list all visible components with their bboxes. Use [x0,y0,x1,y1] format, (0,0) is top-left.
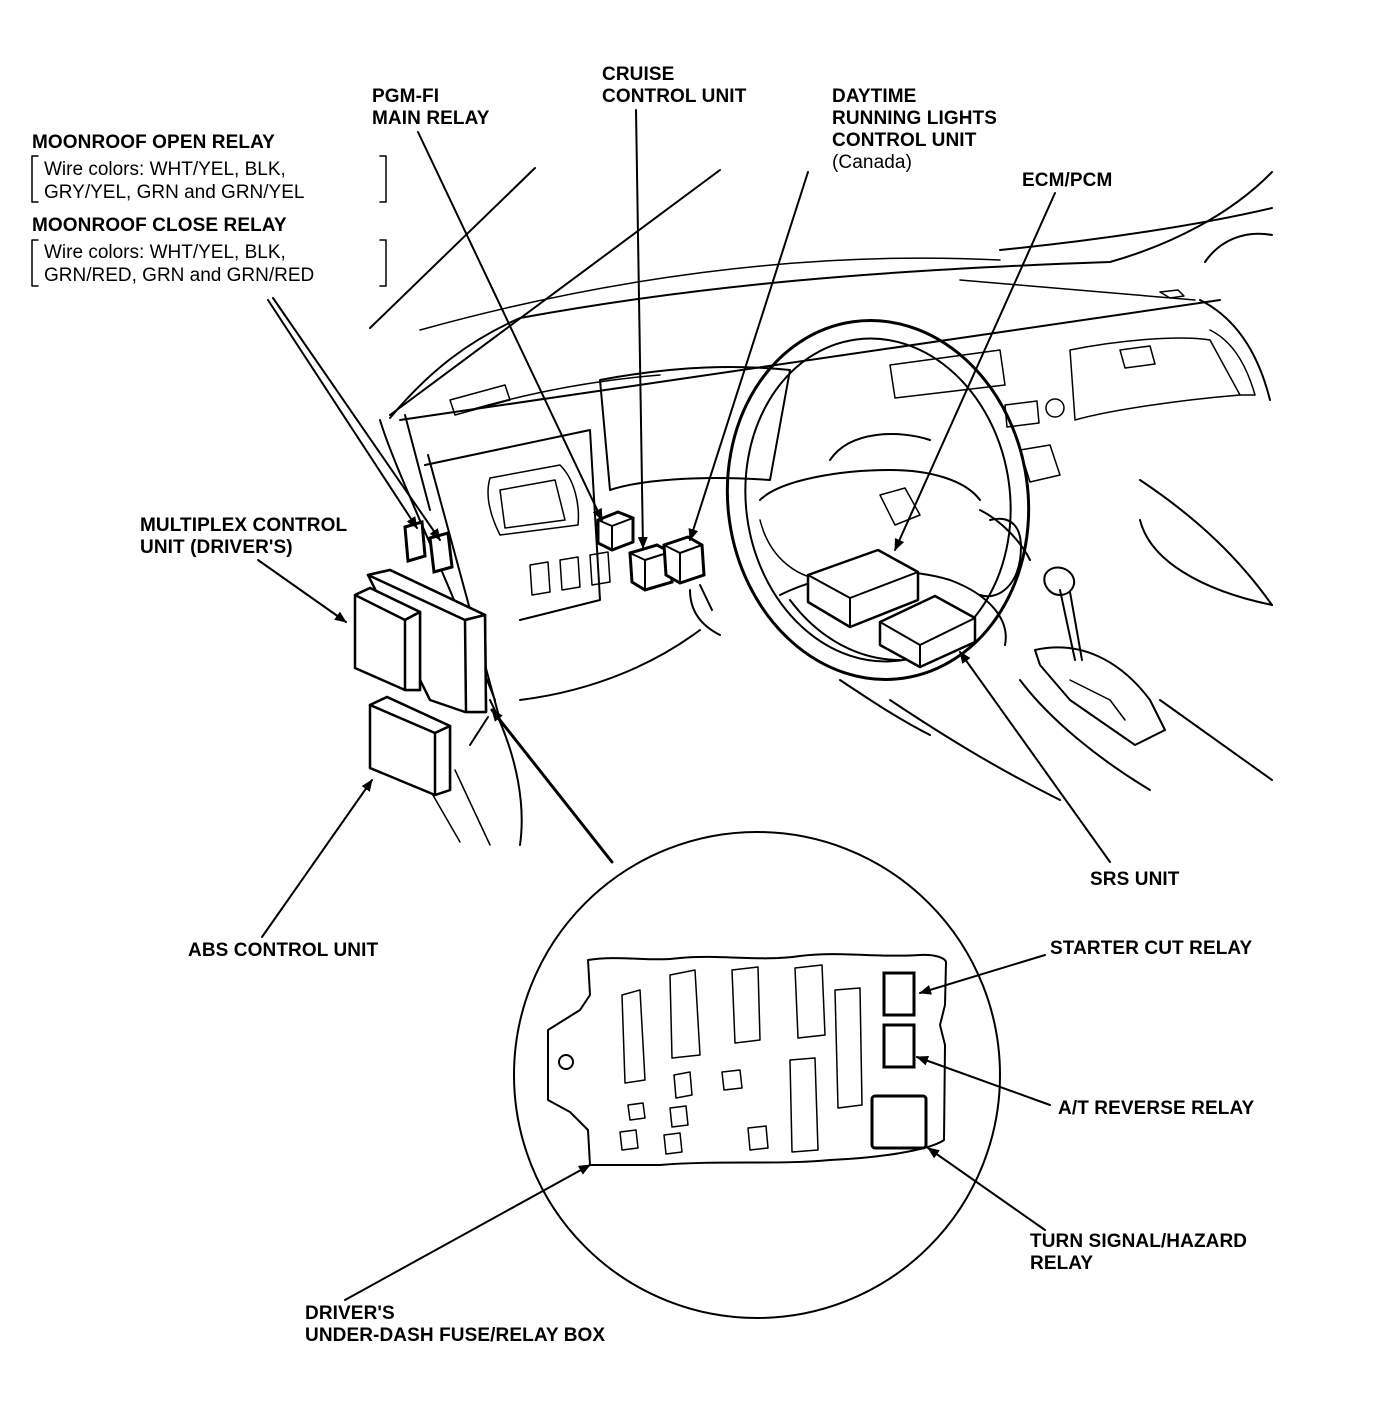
label-line: UNIT (DRIVER'S) [140,537,293,558]
lower-dash-lines [689,584,1061,801]
label-line: MULTIPLEX CONTROL [140,515,348,536]
label-line: TURN SIGNAL/HAZARD [1030,1231,1248,1252]
label-line: CONTROL UNIT [832,130,977,151]
fuse-box-detail [513,831,1001,1319]
ecm-srs-units [806,548,977,669]
cruise-control-unit-label: CRUISE CONTROL UNIT [602,64,746,108]
wire-line: GRN/RED, GRN and GRN/RED [44,265,315,286]
ecm-pcm-label: ECM/PCM [1022,170,1113,191]
wire-line: Wire colors: WHT/YEL, BLK, [44,242,286,263]
moonroof-relays [403,520,454,574]
label-line: DRIVER'S [305,1303,395,1324]
gear-shifter [1019,566,1273,791]
moonroof-open-relay-label: MOONROOF OPEN RELAY [32,132,275,153]
moonroof-open-wire-colors: Wire colors: WHT/YEL, BLK, GRY/YEL, GRN … [44,158,304,204]
steering-wheel [725,319,1031,681]
fuse-relay-box-label: DRIVER'S UNDER-DASH FUSE/RELAY BOX [305,1303,605,1347]
wire-line: Wire colors: WHT/YEL, BLK, [44,159,286,180]
starter-cut-relay-label: STARTER CUT RELAY [1050,938,1253,959]
label-line: PGM-FI [372,86,440,107]
label-line: UNDER-DASH FUSE/RELAY BOX [305,1325,606,1346]
label-line: RUNNING LIGHTS [832,108,998,129]
label-line: MAIN RELAY [372,108,490,129]
at-reverse-relay-label: A/T REVERSE RELAY [1058,1098,1255,1119]
daytime-running-lights-label: DAYTIME RUNNING LIGHTS CONTROL UNIT (Can… [832,86,997,174]
multiplex-control-unit [353,568,488,714]
moonroof-close-relay-label: MOONROOF CLOSE RELAY [32,215,287,236]
turn-signal-hazard-relay-label: TURN SIGNAL/HAZARD RELAY [1030,1231,1247,1275]
label-line: CRUISE [602,64,675,85]
leader-arrows [257,109,1111,1301]
wire-note-brackets [31,155,387,287]
label-line: RELAY [1030,1253,1094,1274]
dashboard-outline [369,167,1273,846]
center-relays [596,510,706,592]
wire-line: GRY/YEL, GRN and GRN/YEL [44,182,305,203]
multiplex-control-unit-label: MULTIPLEX CONTROL UNIT (DRIVER'S) [140,515,347,559]
label-line: DAYTIME [832,86,917,107]
moonroof-close-wire-colors: Wire colors: WHT/YEL, BLK, GRN/RED, GRN … [44,241,314,287]
label-line: (Canada) [832,152,913,173]
srs-unit-label: SRS UNIT [1090,869,1180,890]
label-line: CONTROL UNIT [602,86,747,107]
pgm-fi-main-relay-label: PGM-FI MAIN RELAY [372,86,489,130]
abs-control-unit-label: ABS CONTROL UNIT [188,940,379,961]
abs-control-unit [368,695,452,797]
